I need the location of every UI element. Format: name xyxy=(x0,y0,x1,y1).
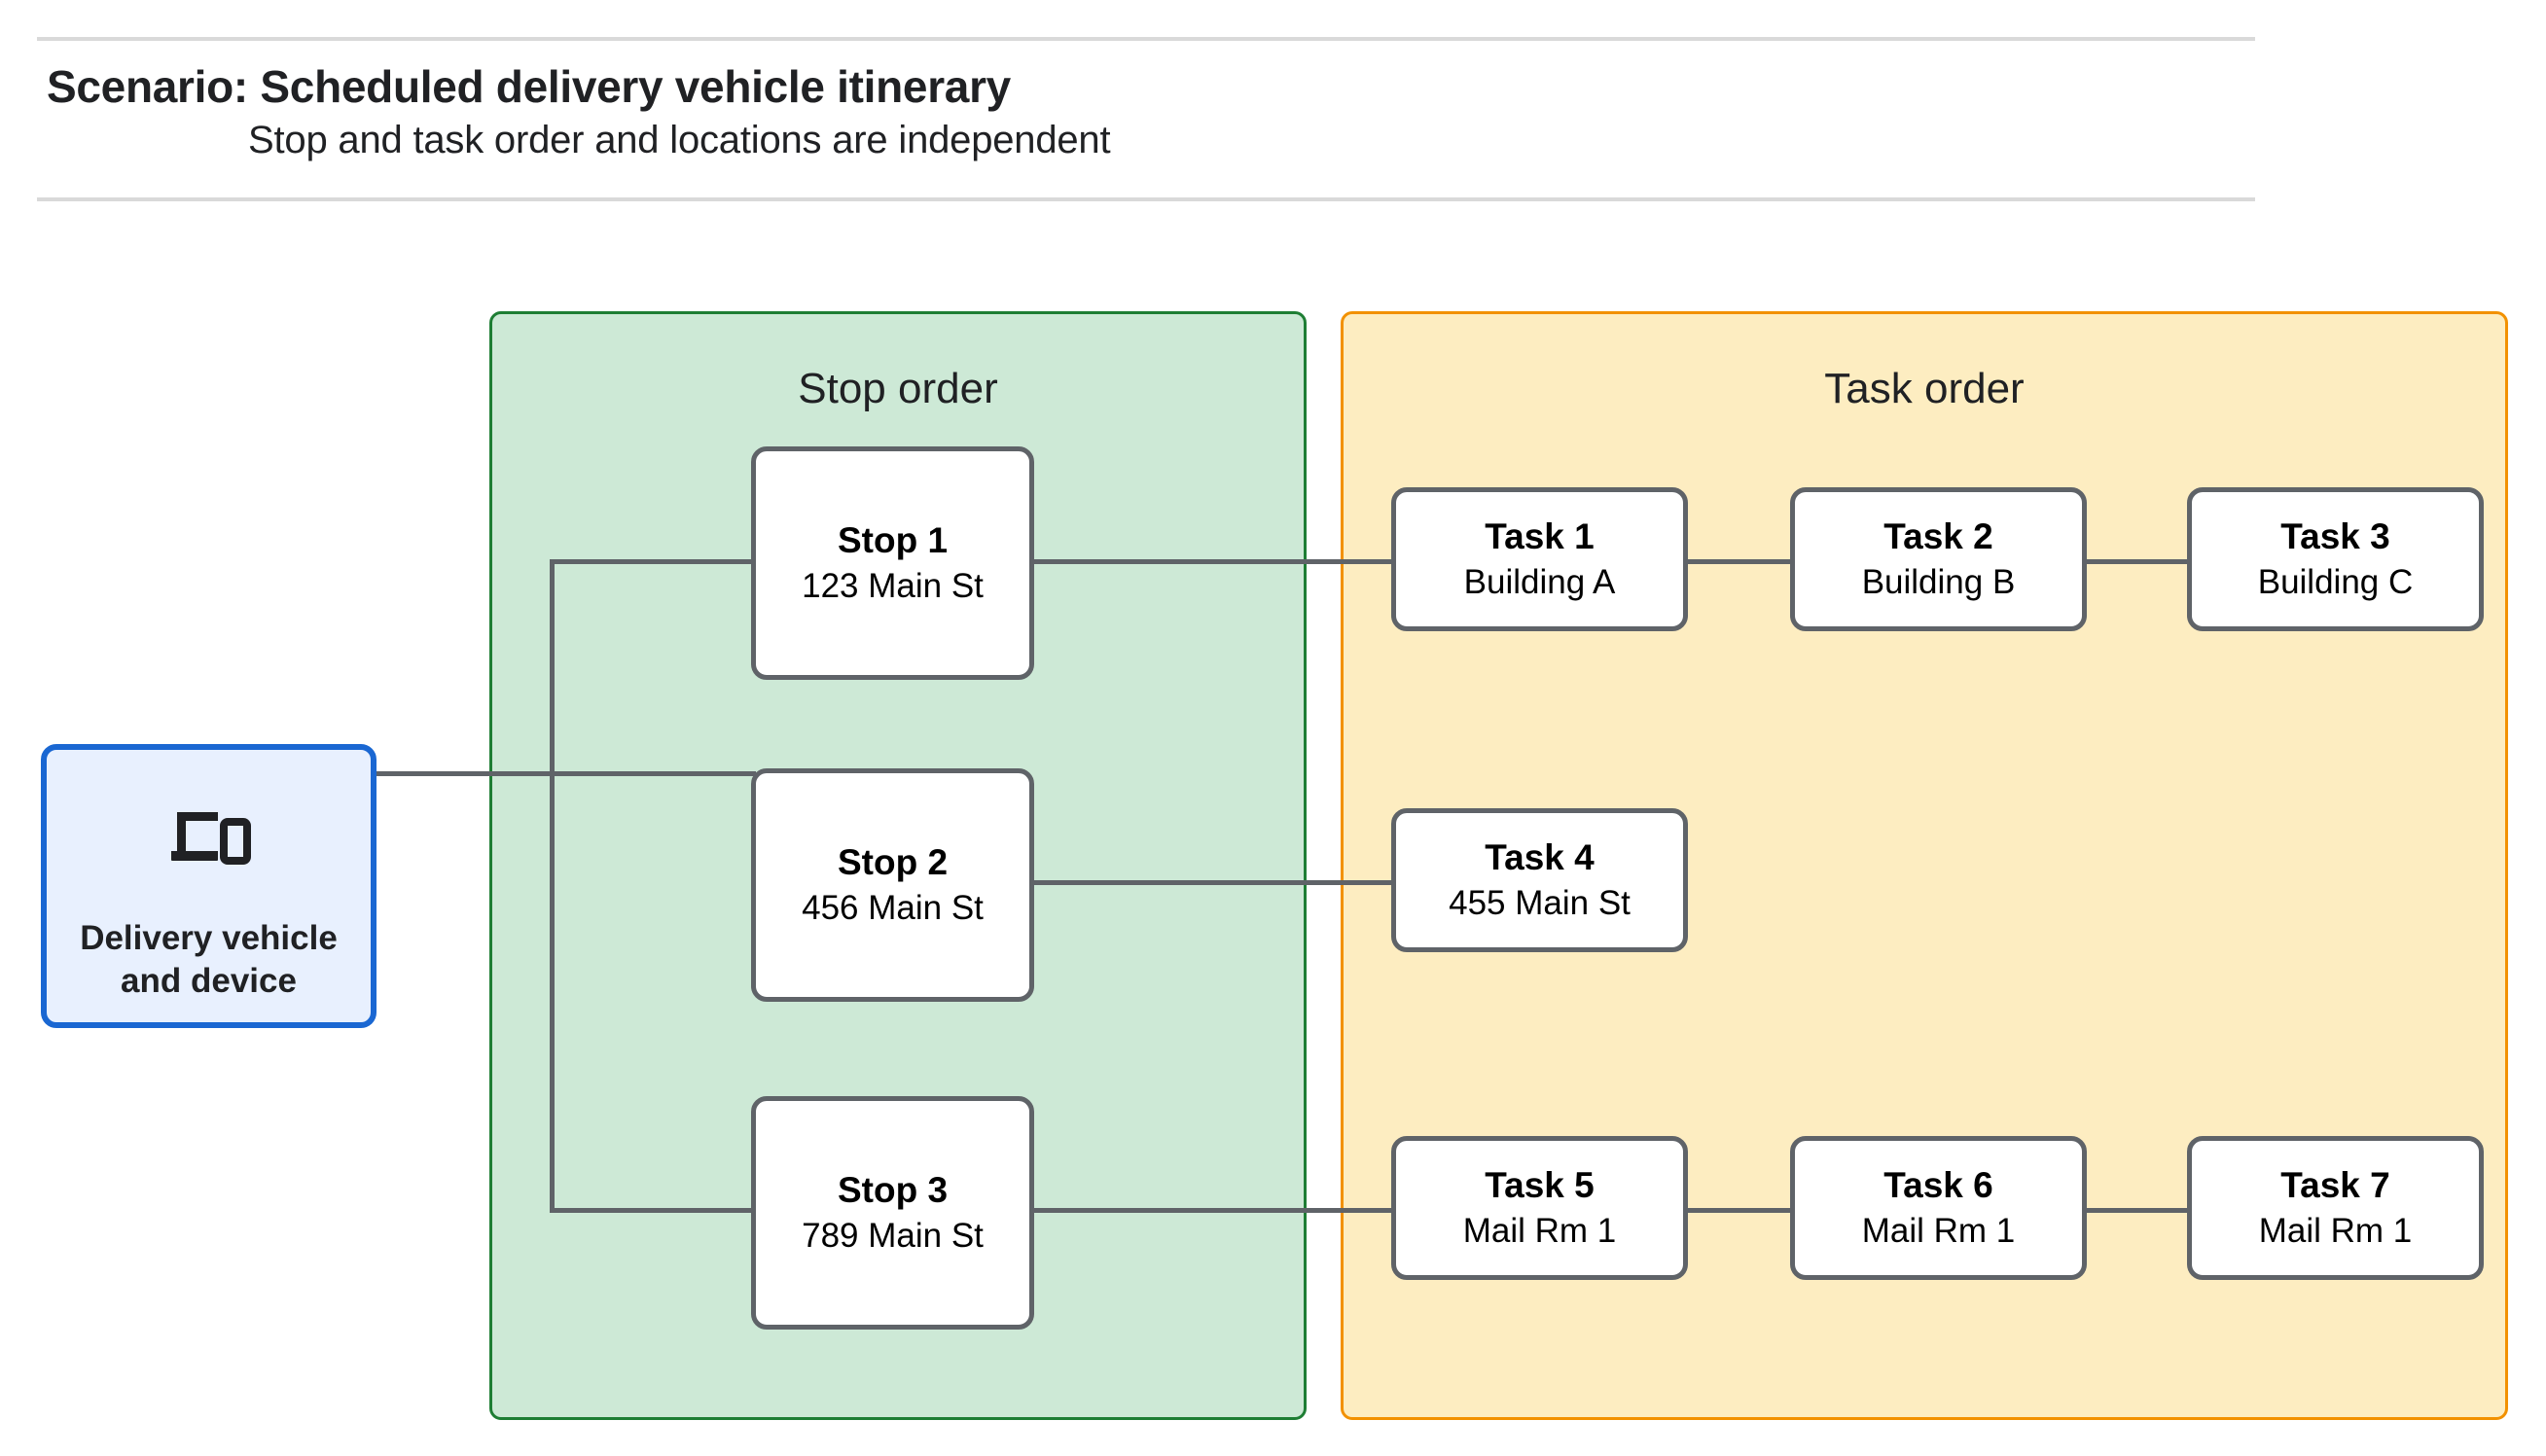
connector-stop-1-to-task-1 xyxy=(1029,559,1394,564)
task-node-7[interactable]: Task 7 Mail Rm 1 xyxy=(2187,1136,2484,1280)
stop-node-1[interactable]: Stop 1 123 Main St xyxy=(751,446,1034,680)
task-node-6-location: Mail Rm 1 xyxy=(1861,1212,2016,1251)
task-node-6[interactable]: Task 6 Mail Rm 1 xyxy=(1790,1136,2087,1280)
header-divider-bottom xyxy=(37,197,2255,201)
stop-node-3[interactable]: Stop 3 789 Main St xyxy=(751,1096,1034,1330)
task-node-3-location: Building C xyxy=(2257,563,2414,602)
connector-task-1-to-task-2 xyxy=(1683,559,1795,564)
task-node-4-title: Task 4 xyxy=(1485,836,1595,877)
connector-stop-2-to-task-4 xyxy=(1029,880,1394,885)
stop-node-1-address: 123 Main St xyxy=(802,567,984,606)
delivery-vehicle-node[interactable]: Delivery vehicle and device xyxy=(41,744,377,1028)
task-node-6-title: Task 6 xyxy=(1883,1164,1993,1205)
connector-task-2-to-task-3 xyxy=(2082,559,2192,564)
task-node-3[interactable]: Task 3 Building C xyxy=(2187,487,2484,631)
task-node-4[interactable]: Task 4 455 Main St xyxy=(1391,808,1688,952)
task-node-1-location: Building A xyxy=(1463,563,1616,602)
task-node-7-location: Mail Rm 1 xyxy=(2258,1212,2413,1251)
delivery-vehicle-label: Delivery vehicle and device xyxy=(47,917,371,1003)
task-node-2[interactable]: Task 2 Building B xyxy=(1790,487,2087,631)
stop-node-3-address: 789 Main St xyxy=(802,1217,984,1256)
delivery-vehicle-label-line2: and device xyxy=(121,961,297,1000)
task-node-2-location: Building B xyxy=(1861,563,2016,602)
connector-task-6-to-task-7 xyxy=(2082,1208,2192,1213)
page-subtitle: Stop and task order and locations are in… xyxy=(248,119,1111,161)
connector-trunk-to-stop-3 xyxy=(550,1208,756,1213)
task-node-2-title: Task 2 xyxy=(1883,515,1993,556)
devices-icon xyxy=(167,806,251,869)
stop-order-title: Stop order xyxy=(798,365,998,412)
task-node-1[interactable]: Task 1 Building A xyxy=(1391,487,1688,631)
task-node-5-title: Task 5 xyxy=(1485,1164,1595,1205)
page-title: Scenario: Scheduled delivery vehicle iti… xyxy=(47,61,1011,112)
connector-stop-3-to-task-5 xyxy=(1029,1208,1394,1213)
task-node-1-title: Task 1 xyxy=(1485,515,1595,556)
stop-node-2-address: 456 Main St xyxy=(802,889,984,928)
connector-vehicle-to-trunk xyxy=(375,771,555,776)
connector-trunk-to-stop-2 xyxy=(550,771,756,776)
task-node-5-location: Mail Rm 1 xyxy=(1462,1212,1617,1251)
stop-node-3-title: Stop 3 xyxy=(837,1169,949,1210)
connector-task-5-to-task-6 xyxy=(1683,1208,1795,1213)
stop-node-1-title: Stop 1 xyxy=(837,519,949,560)
task-node-3-title: Task 3 xyxy=(2280,515,2390,556)
task-order-title: Task order xyxy=(1824,365,2025,412)
stop-node-2[interactable]: Stop 2 456 Main St xyxy=(751,768,1034,1002)
connector-trunk-to-stop-1 xyxy=(550,559,756,564)
task-node-5[interactable]: Task 5 Mail Rm 1 xyxy=(1391,1136,1688,1280)
task-node-7-title: Task 7 xyxy=(2280,1164,2390,1205)
delivery-vehicle-label-line1: Delivery vehicle xyxy=(80,919,338,957)
task-node-4-location: 455 Main St xyxy=(1449,884,1631,923)
connector-trunk-vertical xyxy=(550,559,555,1213)
header-divider-top xyxy=(37,37,2255,41)
stop-node-2-title: Stop 2 xyxy=(837,841,949,882)
